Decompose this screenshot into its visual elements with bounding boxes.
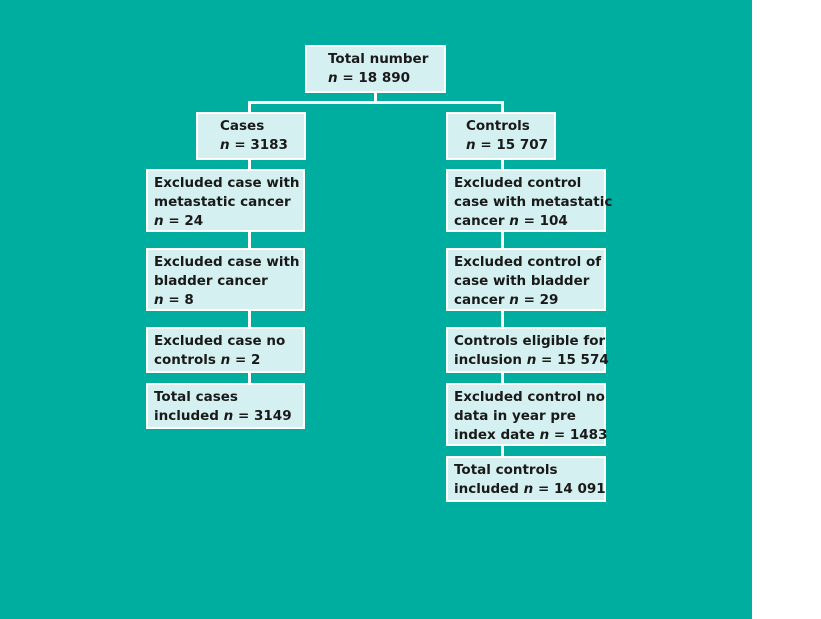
n-symbol: n xyxy=(154,213,164,229)
step-n-value: = 2 xyxy=(230,352,261,368)
control-step-no-data: Excluded control no data in year pre ind… xyxy=(446,383,607,446)
case-step-no-controls: Excluded case no controls n = 2 xyxy=(146,327,305,373)
step-line: Total controls xyxy=(454,462,558,478)
cases-box: Cases n = 3183 xyxy=(196,112,306,160)
step-prefix: index date xyxy=(454,427,540,443)
step-prefix: cancer xyxy=(454,292,510,308)
n-symbol: n xyxy=(328,70,338,86)
step-line: Controls eligible for xyxy=(454,333,606,349)
step-line: metastatic cancer xyxy=(154,194,291,210)
n-symbol: n xyxy=(526,352,537,368)
root-line2: n = 18 890 xyxy=(328,69,438,88)
step-prefix: inclusion xyxy=(454,352,527,368)
n-symbol: n xyxy=(223,408,234,424)
step-count: included n = 3149 xyxy=(154,407,297,426)
n-symbol: n xyxy=(539,427,550,443)
step-line: case with bladder xyxy=(454,273,590,289)
step-prefix: controls xyxy=(154,352,221,368)
cases-n-value: = 3183 xyxy=(229,137,288,153)
total-number-box: Total number n = 18 890 xyxy=(305,45,446,93)
step-count: n = 8 xyxy=(154,291,297,310)
step-prefix: included xyxy=(454,481,524,497)
step-line: Excluded case with xyxy=(154,175,300,191)
control-step-eligible: Controls eligible for inclusion n = 15 5… xyxy=(446,327,609,373)
step-line: Total cases xyxy=(154,389,238,405)
case-step-metastatic: Excluded case with metastatic cancer n =… xyxy=(146,169,305,232)
case-step-total-included: Total cases included n = 3149 xyxy=(146,383,305,429)
root-line1: Total number xyxy=(328,51,429,67)
step-count: cancer n = 29 xyxy=(454,291,598,310)
step-line: bladder cancer xyxy=(154,273,268,289)
connector-root-down xyxy=(374,92,377,103)
n-symbol: n xyxy=(466,137,476,153)
step-count: controls n = 2 xyxy=(154,351,297,370)
step-count: inclusion n = 15 574 xyxy=(454,351,609,370)
step-count: cancer n = 104 xyxy=(454,212,598,231)
step-n-value: = 24 xyxy=(163,213,204,229)
cases-label: Cases xyxy=(220,118,265,134)
n-symbol: n xyxy=(509,292,519,308)
step-n-value: = 15 574 xyxy=(536,352,609,368)
connector-horizontal xyxy=(248,101,504,104)
connector-to-cases xyxy=(248,101,251,114)
n-symbol: n xyxy=(220,352,231,368)
controls-box: Controls n = 15 707 xyxy=(446,112,556,160)
control-step-metastatic: Excluded control case with metastatic ca… xyxy=(446,169,613,232)
controls-n-value: = 15 707 xyxy=(475,137,549,153)
step-prefix: cancer xyxy=(454,213,510,229)
step-n-value: = 3149 xyxy=(233,408,292,424)
step-n-value: = 8 xyxy=(163,292,194,308)
connector-to-controls xyxy=(501,101,504,114)
step-count: n = 24 xyxy=(154,212,297,231)
step-line: Excluded control no xyxy=(454,389,605,405)
step-line: case with metastatic xyxy=(454,194,613,210)
step-line: Excluded control xyxy=(454,175,582,191)
controls-count: n = 15 707 xyxy=(466,136,548,155)
step-n-value: = 104 xyxy=(518,213,568,229)
step-n-value: = 14 091 xyxy=(533,481,606,497)
control-step-total-included: Total controls included n = 14 091 xyxy=(446,456,606,502)
root-n-value: = 18 890 xyxy=(337,70,411,86)
step-line: Excluded control of xyxy=(454,254,602,270)
control-step-bladder: Excluded control of case with bladder ca… xyxy=(446,248,606,311)
step-n-value: = 1483 xyxy=(549,427,608,443)
n-symbol: n xyxy=(220,137,230,153)
step-n-value: = 29 xyxy=(518,292,559,308)
flowchart-canvas: Total number n = 18 890 Cases n = 3183 C… xyxy=(0,0,752,619)
controls-label: Controls xyxy=(466,118,530,134)
n-symbol: n xyxy=(154,292,164,308)
case-step-bladder: Excluded case with bladder cancer n = 8 xyxy=(146,248,305,311)
step-line: Excluded case no xyxy=(154,333,286,349)
step-count: included n = 14 091 xyxy=(454,480,606,499)
step-prefix: included xyxy=(154,408,224,424)
step-line: Excluded case with xyxy=(154,254,300,270)
step-line: data in year pre xyxy=(454,408,576,424)
cases-count: n = 3183 xyxy=(220,136,298,155)
n-symbol: n xyxy=(523,481,534,497)
n-symbol: n xyxy=(509,213,519,229)
step-count: index date n = 1483 xyxy=(454,426,607,445)
